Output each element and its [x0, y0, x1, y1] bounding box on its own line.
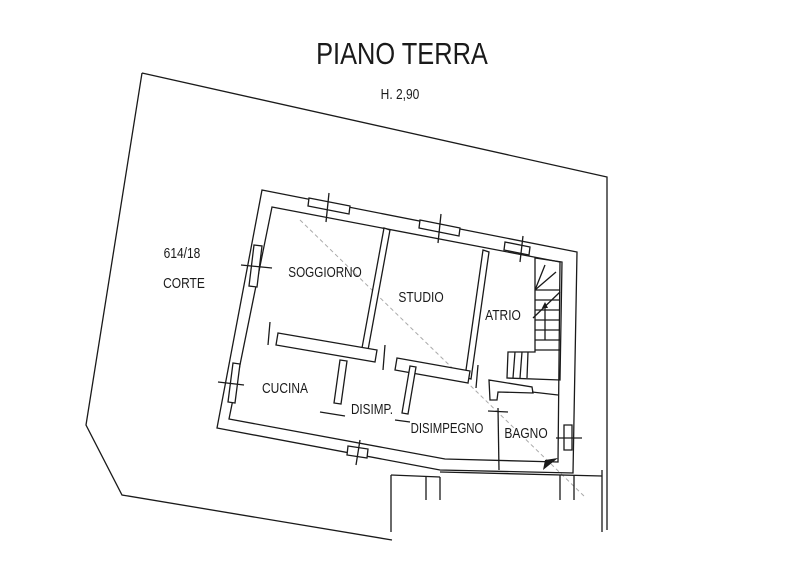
section-line: [299, 219, 586, 498]
duct-marker: [543, 458, 558, 470]
room-studio: STUDIO: [398, 289, 443, 306]
plot-boundary: [85, 72, 608, 541]
adjacent-structure: [390, 470, 603, 532]
room-cucina: CUCINA: [262, 380, 309, 397]
room-atrio: ATRIO: [485, 307, 521, 324]
parcel-number: 614/18: [164, 245, 201, 262]
ceiling-height: H. 2,90: [381, 86, 420, 103]
staircase: [506, 257, 563, 381]
room-disimp: DISIMP.: [351, 401, 393, 418]
room-soggiorno: SOGGIORNO: [288, 264, 361, 281]
plan-title: PIANO TERRA: [316, 37, 488, 72]
windows: [217, 192, 582, 466]
interior-walls: [267, 227, 559, 471]
room-bagno: BAGNO: [504, 425, 547, 442]
room-disimpegno: DISIMPEGNO: [411, 419, 484, 436]
exterior-wall-outer: [216, 189, 578, 474]
parcel-name: CORTE: [163, 275, 205, 292]
